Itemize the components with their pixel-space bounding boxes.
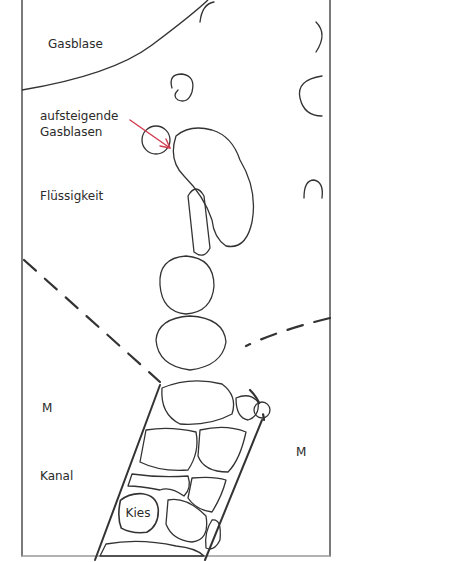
callout-label: aufsteigende Gasblasen (40, 108, 136, 140)
frame-line (329, 0, 330, 556)
gravel-stone (188, 477, 226, 512)
gravel-stone (198, 427, 246, 472)
bubble-arc (299, 76, 322, 116)
gas-bubble (171, 74, 193, 101)
gravel-stone-node: Kies (116, 492, 160, 534)
bubble-arc (316, 22, 322, 52)
node-label: Gasblase (48, 36, 103, 52)
gravel-stone (128, 474, 189, 496)
channel-wall (95, 385, 160, 560)
gravel-stone (162, 381, 234, 424)
gravel-stone (166, 499, 207, 542)
region-label: M (296, 444, 306, 460)
region-label: Kanal (40, 468, 73, 484)
region-label: Flüssigkeit (40, 188, 103, 204)
channel-wall (205, 420, 262, 560)
gas-bubble (160, 256, 214, 314)
interface-dashed (24, 260, 160, 382)
stone-outline (119, 494, 158, 533)
gas-bubble (142, 126, 170, 154)
gas-bubble (173, 128, 253, 247)
gravel-stone (254, 402, 270, 418)
leader-arrow (130, 120, 170, 148)
gravel-stone (140, 428, 197, 470)
node-label: Kies (126, 505, 151, 521)
gas-bubble (156, 316, 226, 370)
frame-line (21, 0, 22, 556)
gravel-stone (206, 520, 221, 549)
bubble-arc (304, 180, 322, 198)
region-label: M (42, 400, 52, 416)
gravel-stone (100, 541, 204, 556)
gas-pocket-region: Gasblase (22, 0, 208, 92)
gas-bubble (188, 189, 210, 255)
arrow-head (160, 139, 170, 148)
gas-pocket-outline (22, 0, 208, 90)
